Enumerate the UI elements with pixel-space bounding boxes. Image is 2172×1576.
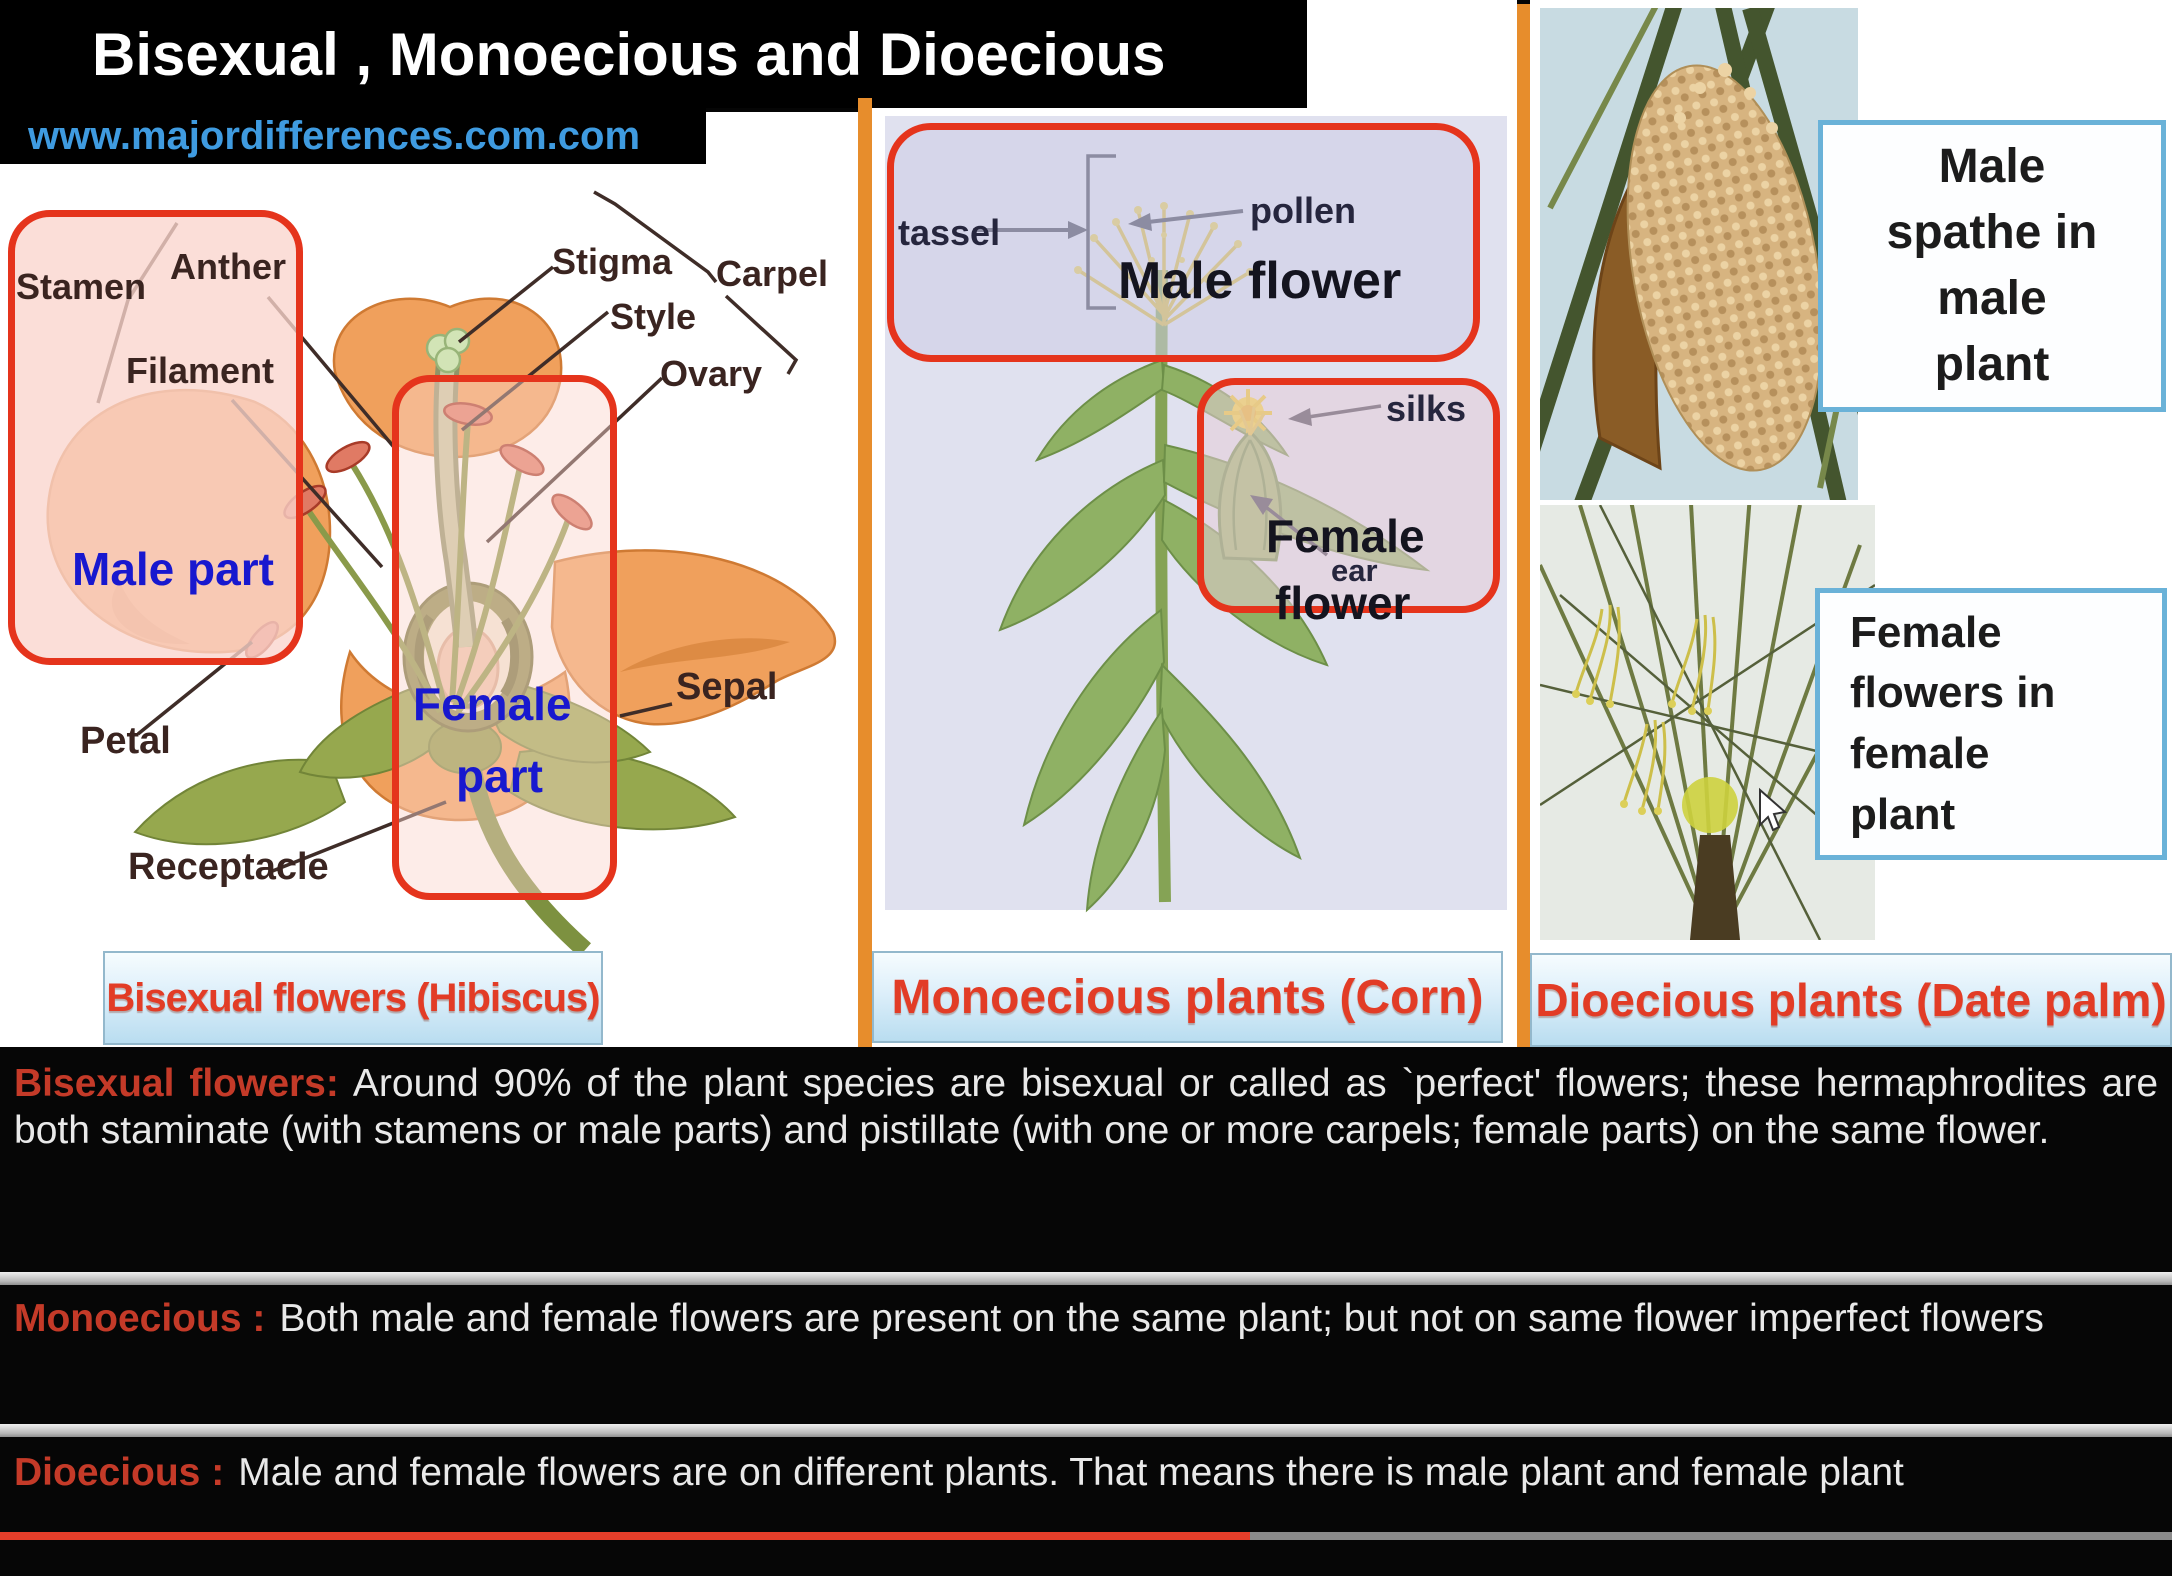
label-male-flower: Male flower [1118, 252, 1402, 310]
flower-clusters [1574, 604, 1717, 811]
label-tassel: tassel [898, 212, 1001, 253]
title-bar: Bisexual , Monoecious and Dioecious [0, 0, 1307, 108]
progress-remaining[interactable] [1250, 1532, 2172, 1540]
page-title: Bisexual , Monoecious and Dioecious [92, 20, 1166, 88]
definition-dioecious: Dioecious : Male and female flowers are o… [0, 1449, 2172, 1496]
label-filament: Filament [126, 350, 275, 391]
male-spathe-shape [1626, 64, 1824, 472]
stigma-shape [425, 327, 471, 374]
progress-played[interactable] [0, 1532, 1250, 1540]
label-female-part-1: Female [413, 678, 572, 730]
label-sepal: Sepal [676, 666, 778, 708]
leaves [133, 670, 737, 846]
divider-orange-right [1517, 4, 1530, 1047]
label-anther: Anther [170, 246, 286, 287]
section-divider-1 [0, 1272, 2172, 1285]
definition-text: Around 90% of the plant species are bise… [14, 1062, 2159, 1152]
definition-term: Dioecious : [14, 1451, 225, 1494]
female-part-box [392, 375, 617, 900]
label-petal: Petal [80, 720, 171, 762]
female-flowers-label-box: Female flowers in female plant [1815, 588, 2167, 860]
male-spathe-label-box: Male spathe in male plant [1818, 120, 2166, 412]
label-ear: ear [1331, 553, 1378, 588]
label-female-flower-2: flower [1275, 577, 1411, 629]
flower-cluster-dots [1572, 690, 1712, 815]
female-flower-box [1197, 378, 1500, 613]
section-divider-2 [0, 1424, 2172, 1437]
watermark-bar: www.majordifferences.com.com [0, 108, 706, 164]
spathe-fringe [1674, 63, 1778, 134]
video-progress-bar[interactable] [0, 1532, 2172, 1540]
divider-orange-left [858, 98, 872, 1047]
label-style: Style [610, 296, 697, 337]
label-stamen: Stamen [16, 266, 147, 307]
label-pollen: pollen [1250, 190, 1356, 231]
label-male-part: Male part [72, 543, 274, 595]
definitions-section: Bisexual flowers:Around 90% of the plant… [0, 1047, 2172, 1576]
photo-male-spathe [1540, 8, 1858, 500]
definition-term: Monoecious : [14, 1297, 266, 1340]
website-watermark: www.majordifferences.com.com [28, 113, 641, 158]
palm-trunk [1690, 835, 1740, 940]
definition-term: Bisexual flowers: [14, 1062, 339, 1105]
label-ovary: Ovary [660, 353, 763, 394]
label-receptacle: Receptacle [128, 846, 329, 888]
label-silks: silks [1386, 388, 1467, 429]
male-flower-box [887, 123, 1480, 362]
mouse-cursor-icon [1759, 787, 1788, 832]
label-carpel: Carpel [716, 253, 829, 294]
caption-dioecious: Dioecious plants (Date palm) [1530, 953, 2172, 1047]
definition-monoecious: Monoecious : Both male and female flowers… [0, 1295, 2172, 1342]
label-female-part-2: part [456, 750, 543, 802]
male-part-box [8, 210, 303, 665]
caption-bisexual: Bisexual flowers (Hibiscus) [103, 951, 603, 1045]
definition-text: Male and female flowers are on different… [238, 1451, 1904, 1494]
label-female-flower-1: Female [1266, 510, 1425, 562]
definition-text: Both male and female flowers are present… [279, 1297, 2044, 1340]
stem [461, 750, 591, 957]
label-stigma: Stigma [552, 241, 673, 282]
fruit-blob [1682, 777, 1738, 833]
caption-monoecious: Monoecious plants (Corn) [872, 951, 1503, 1043]
definition-bisexual: Bisexual flowers:Around 90% of the plant… [0, 1060, 2172, 1154]
stamens [305, 421, 571, 714]
